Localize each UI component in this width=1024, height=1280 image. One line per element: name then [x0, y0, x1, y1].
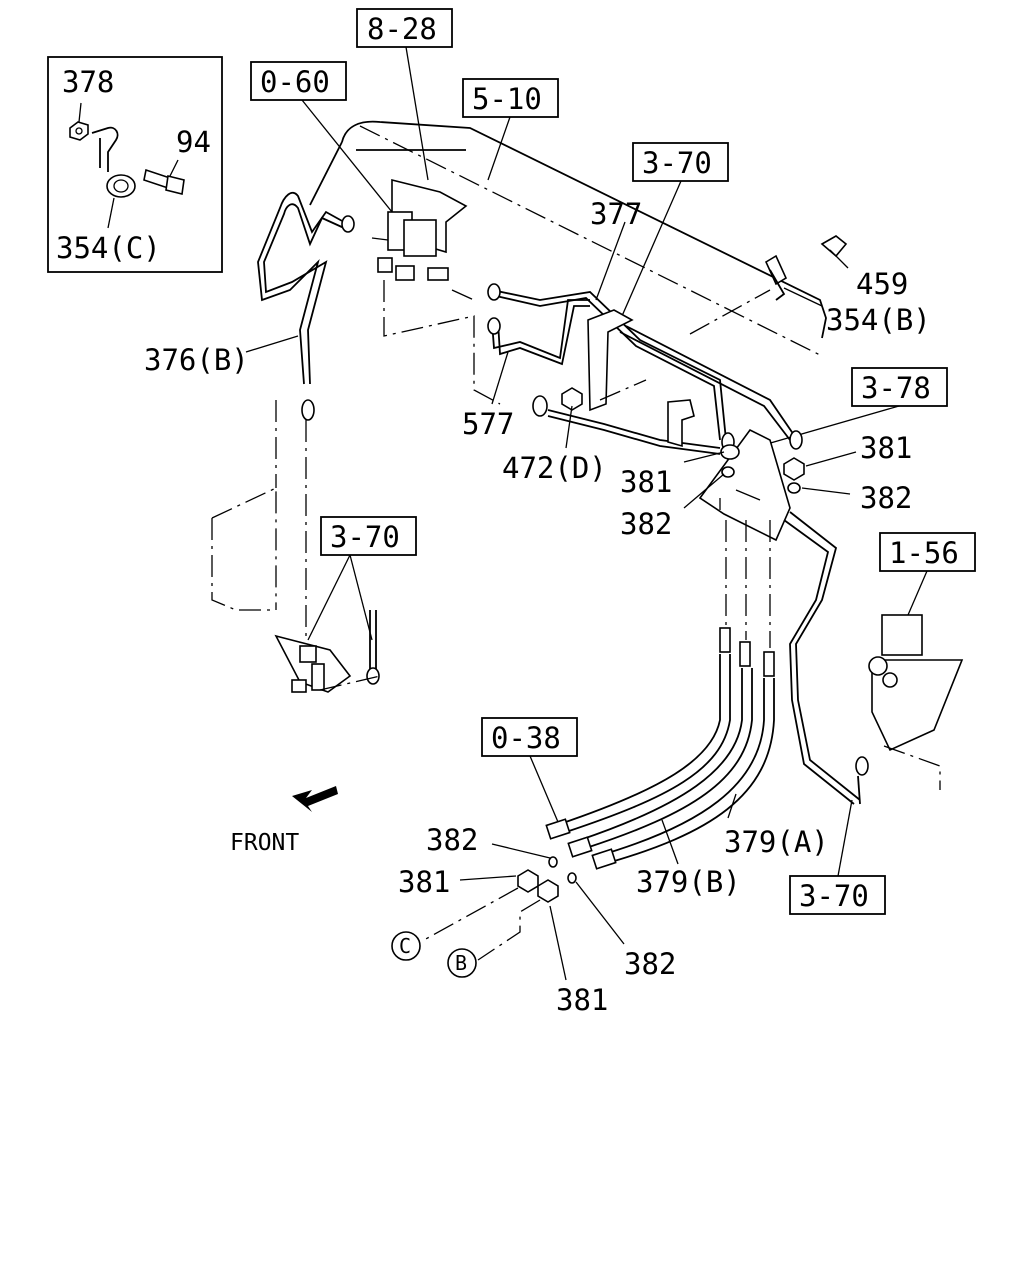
ref-3-78-text: 3-78: [861, 371, 931, 405]
ref-5-10[interactable]: 5-10: [462, 78, 559, 118]
label-354b: 354(B): [826, 303, 931, 337]
marker-b-text: B: [455, 951, 467, 975]
tee-fitting: [274, 610, 381, 693]
ref-1-56-text: 1-56: [889, 536, 959, 570]
ref-0-38[interactable]: 0-38: [481, 717, 578, 757]
label-377: 377: [590, 197, 642, 231]
label-379b: 379(B): [636, 865, 741, 899]
side-frame-rail: [211, 486, 277, 611]
ref-3-70-left[interactable]: 3-70: [320, 516, 417, 556]
ref-3-78[interactable]: 3-78: [851, 367, 948, 407]
label-94: 94: [176, 125, 211, 159]
leader-5-10: [487, 116, 511, 181]
ref-3-70-bottom[interactable]: 3-70: [789, 875, 886, 915]
ref-8-28[interactable]: 8-28: [356, 8, 453, 48]
marker-c[interactable]: C: [391, 931, 421, 961]
label-577: 577: [462, 407, 514, 441]
label-381-a: 381: [620, 465, 672, 499]
ref-1-56[interactable]: 1-56: [879, 532, 976, 572]
valve-1-56: [868, 614, 964, 790]
part-leaders: [245, 221, 857, 981]
leader-1-56: [907, 570, 928, 616]
clip-354b: [689, 235, 848, 335]
pipe-3-70: [619, 325, 803, 450]
label-382-c: 382: [426, 823, 478, 857]
marker-c-text: C: [399, 934, 411, 958]
label-382-a: 382: [620, 507, 672, 541]
front-label: FRONT: [230, 830, 299, 856]
leader-3-70-left-a: [307, 554, 351, 641]
ref-3-70-top[interactable]: 3-70: [632, 142, 729, 182]
front-arrow-icon: [292, 786, 338, 812]
inset-frame: [47, 56, 223, 273]
label-382-b: 382: [860, 481, 912, 515]
bracket-377: [587, 309, 634, 412]
pipe-376b: [257, 191, 355, 421]
label-379a: 379(A): [724, 825, 829, 859]
pipe-1-56: [783, 511, 869, 805]
ref-0-60-text: 0-60: [260, 65, 330, 99]
crossmember: [309, 120, 827, 356]
leader-3-70-left-b: [349, 554, 373, 641]
ref-3-70-bottom-text: 3-70: [799, 879, 869, 913]
clamp-icon: [91, 126, 136, 198]
ref-5-10-text: 5-10: [472, 82, 542, 116]
ref-0-38-text: 0-38: [491, 721, 561, 755]
label-382-d: 382: [624, 947, 676, 981]
nut-icon: [69, 121, 89, 141]
leader-8-28: [405, 46, 429, 181]
leader-0-38: [529, 755, 559, 823]
hose-assembly: [545, 520, 775, 870]
ref-0-60[interactable]: 0-60: [250, 61, 347, 101]
label-381-b: 381: [860, 431, 912, 465]
marker-b[interactable]: B: [447, 948, 477, 978]
ref-8-28-text: 8-28: [367, 12, 437, 46]
leader-3-70-bottom: [837, 799, 853, 877]
label-472d: 472(D): [502, 451, 607, 485]
fittings-bottom: [423, 856, 577, 961]
pipe-472d: [532, 387, 721, 455]
bolt-icon: [143, 168, 185, 195]
leader-0-60: [301, 99, 393, 213]
label-378: 378: [62, 65, 114, 99]
label-376b: 376(B): [144, 343, 249, 377]
bracket-3-78: [667, 399, 805, 542]
label-459: 459: [856, 267, 908, 301]
ref-3-70-left-text: 3-70: [330, 520, 400, 554]
ref-3-70-top-text: 3-70: [642, 146, 712, 180]
nut-472d: [561, 387, 583, 411]
leader-3-78: [759, 405, 900, 447]
relay-valve: [371, 178, 468, 281]
label-354c: 354(C): [56, 231, 161, 265]
label-381-c: 381: [398, 865, 450, 899]
leader-3-70-top: [621, 180, 682, 317]
inset-detail: 378 94 354(C): [47, 56, 223, 273]
pipe-577: [487, 299, 590, 366]
label-381-d: 381: [556, 983, 608, 1017]
